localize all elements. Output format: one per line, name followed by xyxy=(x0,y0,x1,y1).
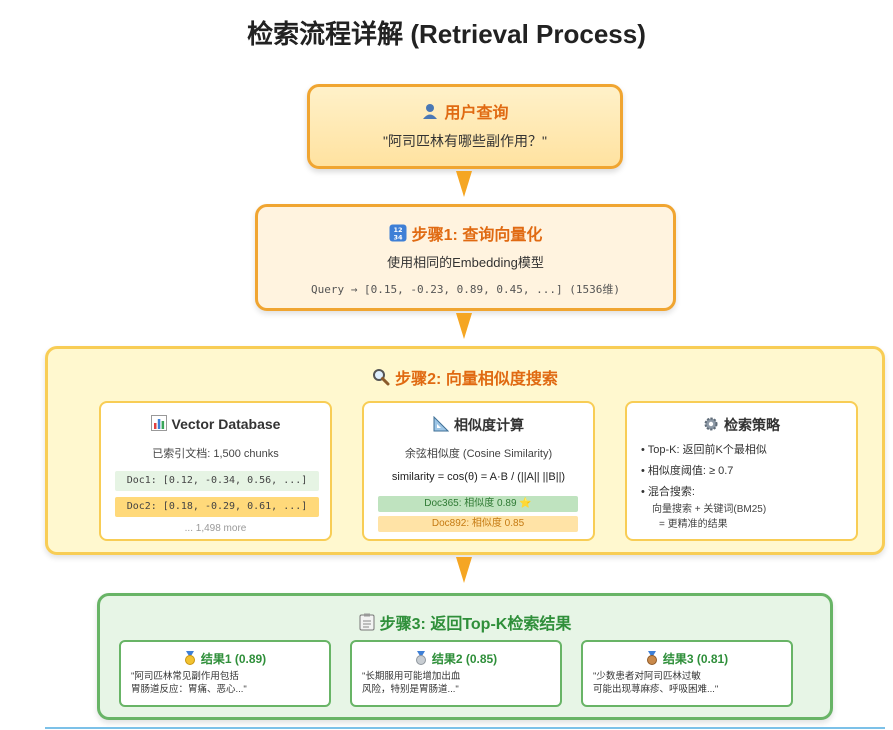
clipboard-icon xyxy=(359,613,375,636)
retrieval-strategy-title: 检索策略 xyxy=(627,415,856,435)
retrieval-strategy-card: 检索策略 • Top-K: 返回前K个最相似 • 相似度阈值: ≥ 0.7 • … xyxy=(625,401,858,541)
strategy-item-topk: • Top-K: 返回前K个最相似 xyxy=(641,444,767,456)
vector-database-card: Vector Database 已索引文档: 1,500 chunks Doc1… xyxy=(99,401,332,541)
step3-box: 步骤3: 返回Top-K检索结果 结果1 (0.89) "阿司匹林常见副作用包括… xyxy=(97,593,833,720)
strategy-hybrid-result: = 更精准的结果 xyxy=(659,519,728,530)
step2-box: 步骤2: 向量相似度搜索 Vector Database 已索引文档: 1,50… xyxy=(45,346,885,555)
flow-arrow-1 xyxy=(456,171,472,197)
user-query-text: "阿司匹林有哪些副作用？" xyxy=(383,133,547,149)
step2-title: 步骤2: 向量相似度搜索 xyxy=(48,365,882,391)
flow-arrow-2 xyxy=(456,313,472,339)
similarity-result-2: Doc892: 相似度 0.85 xyxy=(378,516,578,532)
vector-database-title: Vector Database xyxy=(101,415,330,434)
result-1-title: 结果1 (0.89) xyxy=(121,650,329,668)
gold-medal-icon xyxy=(184,651,196,668)
result-3-title: 结果3 (0.81) xyxy=(583,650,791,668)
result-card-3: 结果3 (0.81) "少数患者对阿司匹林过敏 可能出现荨麻疹、呼吸困难..." xyxy=(581,640,793,707)
svg-text:34: 34 xyxy=(393,234,403,242)
next-section-border xyxy=(45,727,885,729)
step1-subtitle: 使用相同的Embedding模型 xyxy=(387,255,544,270)
svg-text:12: 12 xyxy=(393,226,402,234)
strategy-list: • Top-K: 返回前K个最相似 • 相似度阈值: ≥ 0.7 • 混合搜索:… xyxy=(641,443,848,532)
bar-chart-icon xyxy=(150,415,167,434)
step1-vector-code: Query → [0.15, -0.23, 0.89, 0.45, ...] (… xyxy=(310,283,620,296)
flow-arrow-3 xyxy=(456,557,472,583)
doc2-vector: Doc2: [0.18, -0.29, 0.61, ...] xyxy=(115,497,319,517)
similarity-result-1: Doc365: 相似度 0.89 ⭐ xyxy=(378,496,578,512)
gear-icon xyxy=(703,416,719,435)
result-2-text: "长期服用可能增加出血 风险，特别是胃肠道..." xyxy=(362,671,461,695)
user-query-box: 用户查询 "阿司匹林有哪些副作用？" xyxy=(307,84,623,169)
similarity-calc-title: 相似度计算 xyxy=(364,415,593,435)
magnifier-icon xyxy=(372,368,390,391)
silver-medal-icon xyxy=(415,651,427,668)
bronze-medal-icon xyxy=(646,651,658,668)
similarity-calc-subtitle: 余弦相似度 (Cosine Similarity) xyxy=(404,448,553,460)
strategy-hybrid-detail: 向量搜索 + 关键词(BM25) xyxy=(652,504,767,515)
result-3-text: "少数患者对阿司匹林过敏 可能出现荨麻疹、呼吸困难..." xyxy=(593,671,719,695)
step3-title: 步骤3: 返回Top-K检索结果 xyxy=(100,610,830,636)
result-card-2: 结果2 (0.85) "长期服用可能增加出血 风险，特别是胃肠道..." xyxy=(350,640,562,707)
user-icon xyxy=(421,102,439,125)
strategy-item-threshold: • 相似度阈值: ≥ 0.7 xyxy=(641,465,734,477)
result-1-text: "阿司匹林常见副作用包括 胃肠道反应：胃痛、恶心..." xyxy=(131,671,247,695)
cosine-formula: similarity = cos(θ) = A·B / (||A|| ||B||… xyxy=(391,471,566,483)
result-card-1: 结果1 (0.89) "阿司匹林常见副作用包括 胃肠道反应：胃痛、恶心..." xyxy=(119,640,331,707)
strategy-item-hybrid: • 混合搜索: xyxy=(641,486,695,498)
more-docs-note: ... 1,498 more xyxy=(184,523,247,534)
result-2-title: 结果2 (0.85) xyxy=(352,650,560,668)
similarity-calc-card: 相似度计算 余弦相似度 (Cosine Similarity) similari… xyxy=(362,401,595,541)
doc1-vector: Doc1: [0.12, -0.34, 0.56, ...] xyxy=(115,471,319,491)
user-query-title: 用户查询 xyxy=(310,99,620,125)
page-title: 检索流程详解 (Retrieval Process) xyxy=(247,19,646,49)
triangle-ruler-icon xyxy=(433,415,450,435)
vector-database-subtitle: 已索引文档: 1,500 chunks xyxy=(152,448,279,460)
